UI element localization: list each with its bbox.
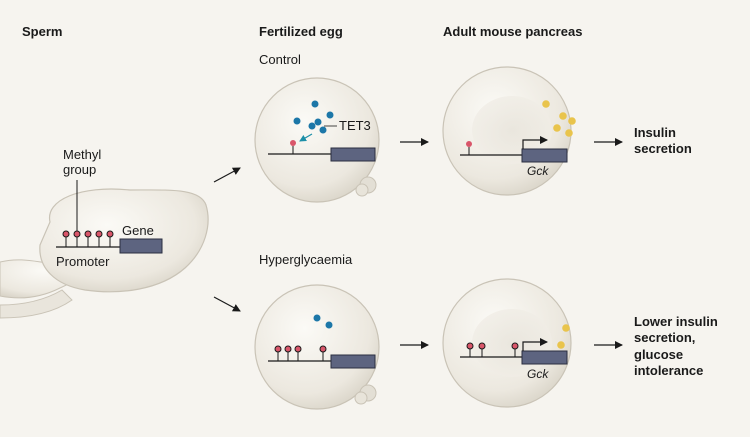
sperm-dna-track — [56, 180, 163, 254]
sperm-gene-box — [119, 238, 163, 254]
arrow-sperm-to-hyper — [213, 296, 241, 312]
tet3-dots — [293, 100, 334, 134]
header-sperm: Sperm — [22, 24, 63, 39]
egg-control — [254, 77, 380, 203]
label-control: Control — [259, 52, 301, 67]
label-hyperglycaemia: Hyperglycaemia — [259, 252, 353, 267]
header-adult-pancreas: Adult mouse pancreas — [443, 24, 583, 39]
header-fertilized-egg: Fertilized egg — [259, 24, 343, 39]
pancreas-control — [442, 66, 576, 196]
label-gck-bottom: Gck — [527, 367, 549, 381]
flow-arrows — [213, 138, 623, 349]
label-methyl-group: Methyl group — [63, 147, 102, 177]
egg-hyperglycaemia — [254, 284, 380, 410]
arrow-sperm-to-control — [213, 167, 241, 183]
sperm-methyl-pins — [62, 230, 114, 247]
outcome-hyperglycaemia: Lower insulin secretion, glucose intoler… — [634, 314, 718, 378]
label-gck-top: Gck — [527, 164, 549, 178]
outcome-control: Insulin secretion — [634, 125, 692, 157]
label-promoter: Promoter — [56, 254, 110, 269]
label-gene: Gene — [122, 223, 154, 238]
label-tet3: TET3 — [339, 118, 371, 133]
pancreas-hyperglycaemia — [442, 278, 572, 408]
